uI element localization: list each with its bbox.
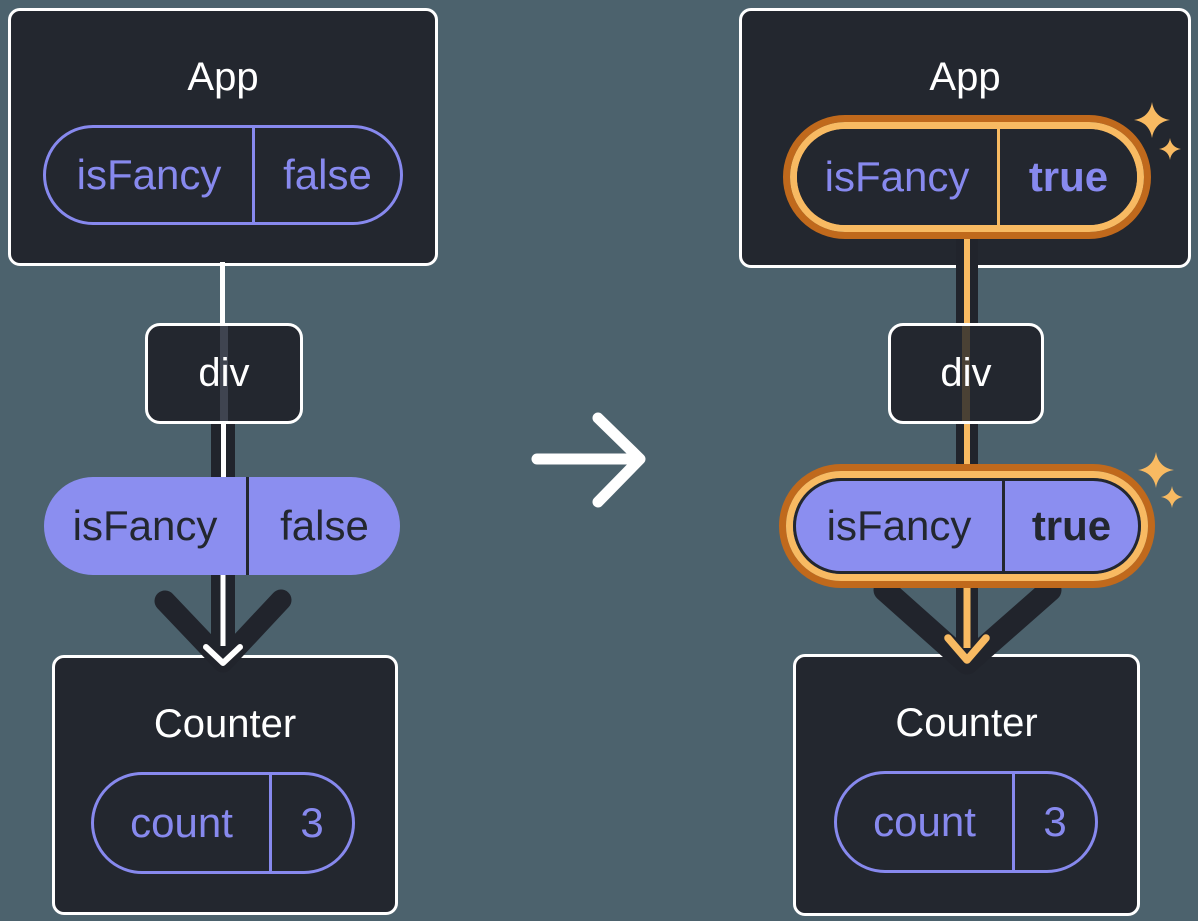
state-value: 3 bbox=[1012, 774, 1095, 870]
left-counter-state-pill: count 3 bbox=[91, 772, 355, 874]
sparkle-icon bbox=[1138, 452, 1174, 488]
right-flow-arrow-icon bbox=[873, 578, 1062, 675]
left-app-box: App isFancy false bbox=[8, 8, 438, 266]
right-div-to-prop-line bbox=[956, 423, 978, 467]
state-value: false bbox=[252, 128, 400, 222]
prop-value: false bbox=[246, 477, 400, 575]
left-div-to-prop-line bbox=[211, 421, 235, 479]
right-div-title: div bbox=[940, 351, 992, 395]
right-counter-state-pill: count 3 bbox=[834, 771, 1098, 873]
prop-key: isFancy bbox=[826, 502, 972, 549]
left-prop-pill: isFancy false bbox=[44, 477, 400, 575]
state-key: count bbox=[130, 799, 233, 846]
highlight-inner-ring: isFancy true bbox=[786, 471, 1148, 581]
right-div-to-prop-core bbox=[964, 423, 970, 467]
right-div-box: div bbox=[888, 323, 1044, 424]
left-div-box: div bbox=[145, 323, 303, 424]
right-div-pass-through-stripe bbox=[962, 326, 970, 421]
right-prop-pill: isFancy true bbox=[793, 478, 1141, 574]
left-div-pass-through-stripe bbox=[220, 326, 228, 421]
left-app-state-pill: isFancy false bbox=[43, 125, 403, 225]
state-value: true bbox=[997, 129, 1137, 225]
right-prop-pill-highlight: isFancy true bbox=[779, 464, 1155, 588]
right-counter-box: Counter count 3 bbox=[793, 654, 1140, 916]
left-counter-title: Counter bbox=[153, 702, 297, 746]
sparkle-icon bbox=[1134, 102, 1170, 138]
right-app-state-pill-highlight: isFancy true bbox=[783, 115, 1151, 239]
sparkle-icon bbox=[1161, 486, 1183, 508]
state-value: 3 bbox=[269, 775, 352, 871]
right-app-state-pill: isFancy true bbox=[797, 129, 1137, 225]
right-counter-title: Counter bbox=[895, 701, 1038, 745]
left-div-title: div bbox=[198, 351, 250, 395]
state-key: isFancy bbox=[76, 151, 222, 198]
left-counter-box: Counter count 3 bbox=[52, 655, 398, 915]
state-key: count bbox=[873, 798, 976, 845]
transition-arrow-icon bbox=[531, 412, 646, 508]
left-div-to-prop-core bbox=[220, 421, 226, 479]
prop-value: true bbox=[1002, 481, 1138, 571]
right-app-title: App bbox=[929, 55, 1001, 99]
state-key: isFancy bbox=[824, 153, 970, 200]
highlight-inner-ring: isFancy true bbox=[790, 122, 1144, 232]
right-app-to-div-line bbox=[956, 239, 978, 326]
prop-key: isFancy bbox=[72, 502, 218, 549]
right-app-to-div-core bbox=[964, 239, 970, 326]
sparkle-icon bbox=[1159, 138, 1181, 160]
left-app-to-div-line bbox=[220, 262, 225, 326]
left-app-title: App bbox=[187, 55, 259, 99]
left-flow-arrow-icon bbox=[154, 570, 292, 673]
